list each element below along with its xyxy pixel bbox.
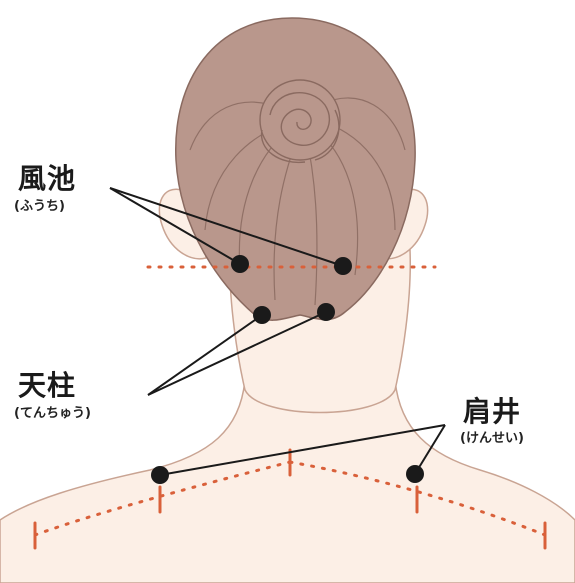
tenchu-point-right — [317, 303, 335, 321]
hair — [176, 18, 415, 320]
fuchi-reading: (ふうち) — [14, 200, 65, 213]
tenchu-label: 天柱 — [18, 372, 76, 400]
fuchi-label: 風池 — [18, 165, 76, 193]
kensei-point-left — [151, 466, 169, 484]
tenchu-reading: (てんちゅう) — [14, 407, 91, 420]
kensei-point-right — [406, 465, 424, 483]
tenchu-point-left — [253, 306, 271, 324]
kensei-label: 肩井 — [463, 398, 521, 426]
kensei-reading: (けんせい) — [460, 432, 524, 445]
fuchi-point-left — [231, 255, 249, 273]
fuchi-point-right — [334, 257, 352, 275]
